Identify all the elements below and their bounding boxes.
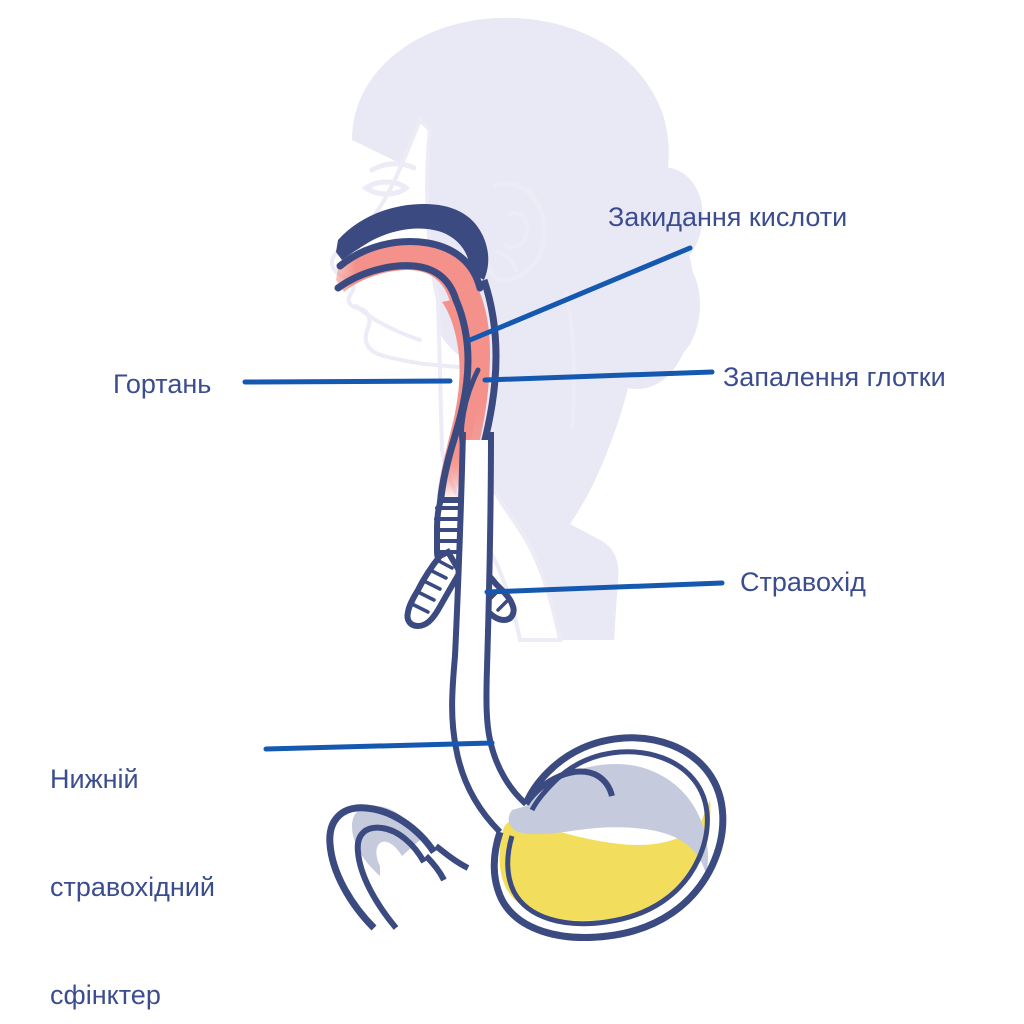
- leader-line-pharyngitis: [482, 369, 715, 383]
- label-larynx: Гортань: [113, 369, 212, 399]
- label-pharyngitis: Запалення глотки: [723, 362, 946, 392]
- stomach-body-fill: [508, 764, 708, 874]
- label-les-line-2: стравохідний: [50, 872, 215, 902]
- label-les-line-3: сфінктер: [50, 980, 161, 1010]
- cardia-notch: [523, 768, 615, 806]
- leader-line-les: [263, 740, 495, 752]
- pyloric-sphincter: [423, 853, 447, 882]
- stomach: [326, 734, 727, 941]
- duodenum-outline-outer: [326, 804, 437, 931]
- label-esophagus: Стравохід: [740, 567, 866, 597]
- leader-line-esophagus: [484, 580, 725, 595]
- hard-palate: [336, 204, 489, 280]
- leader-line-larynx: [242, 378, 453, 385]
- leader-line-acid-reflux: [467, 245, 693, 343]
- stomach-outline-inner: [505, 749, 710, 927]
- duodenum-outline-inner: [354, 824, 427, 930]
- esophagus-tube: [449, 431, 529, 835]
- label-lower-esophageal-sphincter: Нижній стравохідний сфінктер: [50, 689, 215, 1024]
- stomach-outline-outer: [490, 734, 727, 941]
- leader-lines: [242, 245, 725, 752]
- label-acid-reflux: Закидання кислоти: [608, 202, 848, 232]
- head-silhouette: [352, 17, 703, 641]
- label-les-line-1: Нижній: [50, 764, 139, 794]
